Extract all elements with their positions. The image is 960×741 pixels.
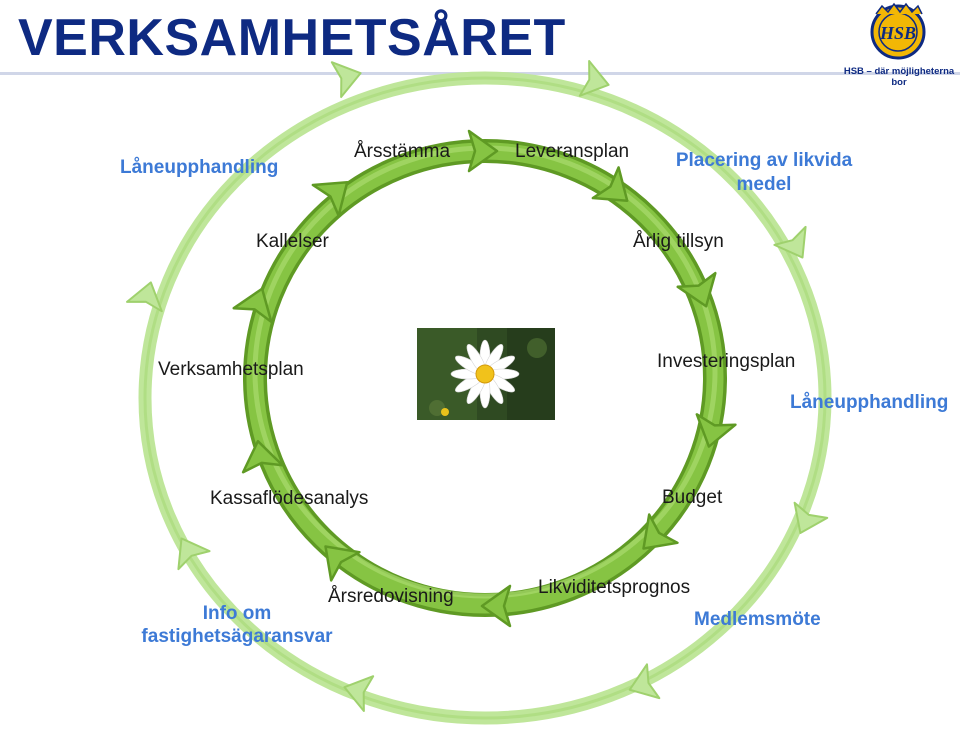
logo-tagline: HSB – där möjligheterna bor xyxy=(843,66,955,88)
outer-arrow xyxy=(330,61,362,99)
inner-arrow xyxy=(642,513,679,550)
inner-label-arsredovisning: Årsredovisning xyxy=(328,586,454,607)
inner-arrow xyxy=(591,166,629,202)
inner-arrow xyxy=(480,584,512,628)
inner-arrow xyxy=(241,439,284,474)
hsb-logo: HSB xyxy=(870,2,926,60)
outer-label-laneupphandling-left: Låneupphandling xyxy=(120,157,279,178)
inner-arrow xyxy=(467,129,499,173)
outer-label-laneupphandling-right: Låneupphandling xyxy=(790,392,949,413)
outer-arrow xyxy=(578,59,610,97)
inner-ring-arrows xyxy=(232,129,737,628)
inner-label-kallelser: Kallelser xyxy=(256,231,329,252)
outer-arrow xyxy=(125,281,163,313)
inner-arrow xyxy=(676,271,717,308)
daisy-flower-photo xyxy=(417,328,555,420)
inner-label-kassaflodesanalys: Kassaflödesanalys xyxy=(210,488,369,509)
outer-ring-arrows xyxy=(125,59,829,713)
inner-label-arlig-tillsyn: Årlig tillsyn xyxy=(633,231,724,252)
outer-label-placering: Placering av likvida medel xyxy=(675,150,853,195)
inner-label-investeringsplan: Investeringsplan xyxy=(657,351,796,372)
outer-arrow xyxy=(793,501,829,534)
page-title: VERKSAMHETSÅRET xyxy=(18,9,566,67)
outer-label-info-fastighetsagaransvar: Info om fastighetsägaransvar xyxy=(141,603,333,647)
outer-label-medlemsmote: Medlemsmöte xyxy=(694,609,821,630)
inner-arrow xyxy=(324,545,361,582)
inner-label-arsstamma: Årsstämma xyxy=(354,141,451,162)
outer-arrow xyxy=(628,663,661,700)
inner-label-likviditetsprognos: Likviditetsprognos xyxy=(538,577,691,598)
inner-label-leveransplan: Leveransplan xyxy=(515,141,630,162)
outer-arrow xyxy=(343,675,375,713)
outer-arrow xyxy=(177,537,211,571)
inner-label-verksamhetsplan: Verksamhetsplan xyxy=(158,359,304,380)
outer-arrow xyxy=(773,225,807,259)
inner-arrow xyxy=(695,413,737,448)
inner-arrow xyxy=(311,181,349,217)
svg-text:HSB: HSB xyxy=(879,23,916,43)
inner-arrow xyxy=(232,287,273,324)
inner-label-budget: Budget xyxy=(662,487,723,508)
